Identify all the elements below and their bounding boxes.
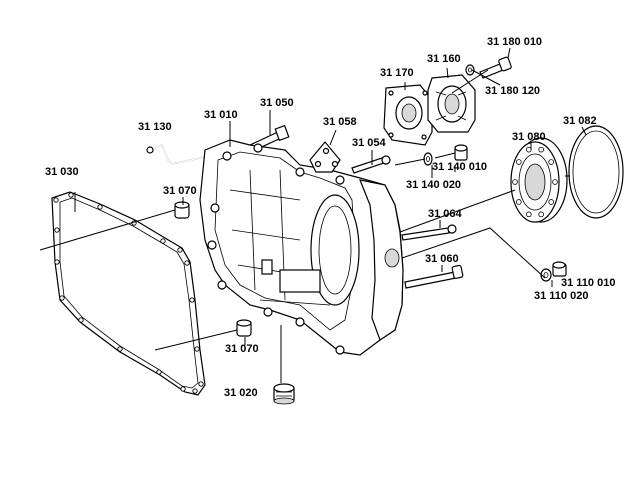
- gasket-hole: [156, 369, 162, 375]
- gasket-hole: [180, 386, 186, 392]
- gasket-hole: [59, 295, 65, 301]
- gasket-icon: [51, 191, 206, 396]
- leader-lines: [39, 47, 587, 383]
- bearing-ball: [548, 159, 554, 165]
- transmission-housing-icon: [199, 139, 404, 356]
- label-31070-top: 31 070: [163, 185, 197, 197]
- label-31170: 31 170: [380, 67, 414, 79]
- bolt-31054-icon: [351, 155, 391, 174]
- label-31060: 31 060: [425, 253, 459, 265]
- bolt-31064-icon: [401, 224, 457, 241]
- label-31030: 31 030: [45, 166, 79, 178]
- gasket-hole: [54, 227, 60, 233]
- label-31010: 31 010: [204, 109, 238, 121]
- gasket-hole: [198, 381, 204, 387]
- label-31020: 31 020: [224, 387, 258, 399]
- washer-31140020-icon: [423, 152, 433, 166]
- gasket-hole: [97, 204, 103, 210]
- label-31140010: 31 140 010: [432, 161, 487, 173]
- label-31064: 31 064: [428, 208, 463, 220]
- gasket-hole: [184, 260, 190, 266]
- cover-31170-icon: [383, 84, 433, 146]
- gasket-hole: [177, 247, 183, 253]
- seal-ring-icon: [568, 125, 624, 219]
- gasket-hole: [53, 197, 59, 203]
- gasket-hole: [194, 346, 200, 352]
- gasket-hole: [192, 388, 198, 394]
- bearing-ball: [526, 211, 532, 218]
- bearing-ball: [552, 179, 558, 185]
- bracket-icon: [309, 141, 341, 173]
- gasket-hole: [189, 297, 195, 303]
- label-31080: 31 080: [512, 131, 546, 143]
- label-31110020: 31 110 020: [534, 290, 588, 302]
- washer-31110020-icon: [540, 268, 552, 282]
- label-31058: 31 058: [323, 116, 357, 128]
- label-31140020: 31 140 020: [406, 179, 461, 191]
- label-31180120: 31 180 120: [485, 85, 540, 97]
- cover-31160-icon: [427, 74, 476, 133]
- bearing-ball: [526, 146, 532, 153]
- part-labels: 31 180 010 31 160 31 170 31 180 120 31 0…: [45, 36, 615, 399]
- label-31160: 31 160: [427, 53, 461, 65]
- bearing-ball: [512, 179, 518, 185]
- bearing-ball: [548, 199, 554, 205]
- screw-31180010-icon: [479, 56, 512, 79]
- label-31050: 31 050: [260, 97, 294, 109]
- label-31110010: 31 110 010: [561, 277, 615, 289]
- bearing-ball: [516, 199, 522, 205]
- washer-31180120-icon: [465, 64, 475, 76]
- label-31082: 31 082: [563, 115, 597, 127]
- dowel-pin-bottom-icon: [236, 319, 252, 337]
- bearing-ball: [538, 211, 544, 218]
- label-31070-bottom: 31 070: [225, 343, 259, 355]
- gasket-hole: [54, 259, 60, 265]
- dowel-pin-top-icon: [174, 201, 190, 219]
- gasket-hole: [68, 192, 74, 198]
- label-31180010: 31 180 010: [487, 36, 542, 48]
- label-31054: 31 054: [352, 137, 387, 149]
- bearing-ball: [516, 159, 522, 165]
- bearing-icon: [510, 137, 568, 223]
- bearing-ball: [538, 146, 544, 153]
- gasket-hole: [117, 346, 123, 352]
- plug-31110010-icon: [552, 261, 567, 277]
- gasket-hole: [160, 238, 166, 244]
- gasket-hole: [78, 317, 84, 323]
- plug-31140010-icon: [454, 144, 468, 161]
- label-31130: 31 130: [138, 121, 172, 133]
- plug-31020-icon: [273, 383, 295, 405]
- bolt-31060-icon: [404, 264, 464, 289]
